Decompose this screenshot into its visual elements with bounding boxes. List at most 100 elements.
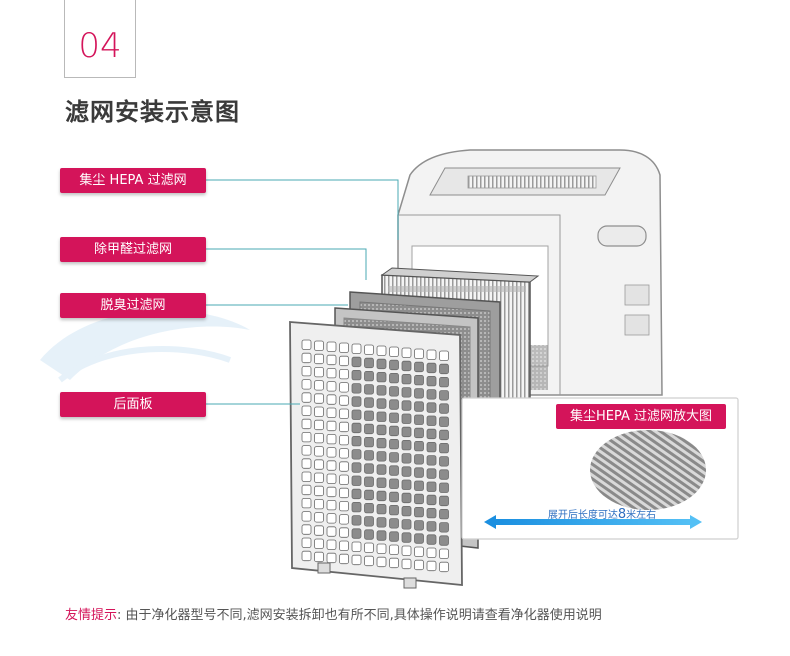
- panel-grid-cell: [301, 445, 312, 456]
- panel-grid-cell: [389, 557, 399, 569]
- panel-grid-cell: [376, 398, 387, 409]
- panel-grid-cell: [314, 340, 324, 351]
- zoom-caption: 展开后长度可达8米左右: [512, 506, 692, 522]
- panel-grid-cell: [314, 432, 324, 444]
- panel-grid-cell: [314, 419, 324, 431]
- panel-grid-cell: [389, 465, 399, 476]
- panel-grid-cell: [339, 342, 349, 353]
- panel-grid-cell: [389, 372, 399, 384]
- panel-grid-cell: [339, 421, 349, 433]
- panel-grid-cell: [414, 520, 424, 531]
- panel-grid-cell: [389, 491, 399, 503]
- panel-grid-cell: [414, 533, 424, 544]
- panel-grid-cell: [414, 480, 424, 491]
- panel-grid-cell: [376, 503, 387, 515]
- panel-grid-cell: [414, 493, 424, 505]
- panel-grid-cell: [389, 346, 399, 357]
- panel-grid-cell: [326, 486, 337, 498]
- panel-grid-cell: [426, 507, 437, 519]
- panel-grid-cell: [414, 559, 424, 571]
- panel-grid-cell: [314, 472, 324, 483]
- step-number-box: 04: [64, 0, 136, 78]
- zoom-caption-suffix: 米左右: [626, 510, 657, 521]
- panel-grid-cell: [301, 537, 312, 548]
- panel-grid-cell: [339, 487, 349, 499]
- panel-grid-cell: [414, 506, 424, 518]
- panel-grid-cell: [351, 409, 362, 420]
- panel-grid-cell: [439, 350, 449, 361]
- label-back-panel: 后面板: [60, 392, 206, 417]
- panel-grid-cell: [389, 425, 399, 437]
- panel-grid-cell: [439, 442, 449, 454]
- panel-grid-cell: [364, 489, 374, 501]
- panel-grid-cell: [376, 490, 387, 502]
- panel-grid-cell: [314, 459, 324, 470]
- panel-grid-cell: [389, 544, 399, 555]
- footer-note: 友情提示: 由于净化器型号不同,滤网安装拆卸也有所不同,具体操作说明请查看净化器…: [65, 604, 602, 623]
- panel-grid-cell: [426, 402, 437, 413]
- panel-grid-cell: [401, 439, 412, 451]
- panel-grid-cell: [326, 460, 337, 471]
- panel-grid-cell: [326, 513, 337, 524]
- panel-grid-cell: [376, 411, 387, 422]
- panel-grid-cell: [376, 477, 387, 488]
- back-panel-illustration: [289, 321, 463, 589]
- panel-grid-cell: [439, 376, 449, 388]
- panel-grid-cell: [326, 473, 337, 484]
- panel-grid-cell: [351, 475, 362, 486]
- panel-grid-cell: [301, 392, 312, 403]
- panel-grid-cell: [389, 412, 399, 423]
- panel-grid-cell: [364, 476, 374, 487]
- panel-grid-cell: [364, 397, 374, 408]
- step-number: 04: [78, 26, 122, 66]
- panel-grid-cell: [301, 339, 312, 350]
- zoom-title: 集尘HEPA 过滤网放大图: [556, 404, 726, 429]
- panel-grid-cell: [326, 447, 337, 458]
- panel-grid-cell: [326, 354, 337, 366]
- panel-grid-cell: [314, 380, 324, 391]
- panel-grid-cell: [426, 521, 437, 532]
- panel-grid-cell: [351, 435, 362, 447]
- panel-grid-cell: [339, 395, 349, 406]
- panel-grid-cell: [364, 529, 374, 540]
- panel-grid-cell: [351, 462, 362, 473]
- label-hepa-filter: 集尘 HEPA 过滤网: [60, 168, 206, 193]
- panel-grid-cell: [301, 550, 312, 562]
- panel-grid-cell: [314, 393, 324, 404]
- panel-grid-cell: [351, 343, 362, 354]
- label-formaldehyde-filter: 除甲醛过滤网: [60, 237, 206, 262]
- panel-grid-cell: [301, 365, 312, 377]
- panel-grid-cell: [439, 390, 449, 401]
- panel-grid-cell: [339, 434, 349, 446]
- panel-grid-cell: [314, 512, 324, 523]
- panel-grid-cell: [314, 538, 324, 549]
- panel-grid-cell: [426, 428, 437, 440]
- panel-grid-cell: [339, 461, 349, 472]
- panel-grid-cell: [389, 438, 399, 450]
- panel-grid-cell: [426, 362, 437, 374]
- panel-grid-cell: [301, 511, 312, 522]
- footer-hint-text: : 由于净化器型号不同,滤网安装拆卸也有所不同,具体操作说明请查看净化器使用说明: [117, 608, 602, 623]
- panel-grid-cell: [326, 367, 337, 379]
- panel-grid-cell: [364, 463, 374, 474]
- panel-grid-cell: [389, 399, 399, 410]
- panel-grid-cell: [339, 500, 349, 512]
- panel-grid-cell: [401, 400, 412, 411]
- zoom-caption-value: 8: [617, 507, 627, 522]
- length-arrow-right-head: [690, 515, 702, 529]
- panel-grid-cell: [314, 446, 324, 457]
- panel-grid-cell: [426, 455, 437, 466]
- footer-hint-label: 友情提示: [65, 608, 118, 623]
- panel-grid-cell: [439, 403, 449, 414]
- panel-grid-cell: [376, 464, 387, 475]
- panel-grid-cell: [389, 531, 399, 542]
- zoom-callout: [461, 397, 739, 540]
- panel-grid-cell: [364, 357, 374, 369]
- panel-grid-cell: [426, 375, 437, 387]
- panel-grid-cell: [314, 485, 324, 497]
- panel-grid-cell: [364, 344, 374, 355]
- panel-grid-cell: [351, 528, 362, 539]
- panel-grid-cell: [376, 437, 387, 449]
- panel-grid-cell: [339, 382, 349, 393]
